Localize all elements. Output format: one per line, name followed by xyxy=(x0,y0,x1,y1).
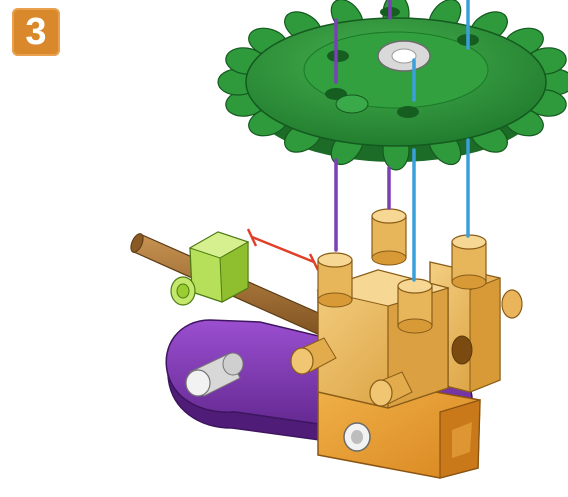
gear xyxy=(218,0,568,170)
measure-marker xyxy=(248,229,318,270)
pin-block xyxy=(291,209,522,408)
top-peg xyxy=(398,279,432,333)
top-peg xyxy=(452,235,486,289)
top-peg xyxy=(318,253,352,307)
top-peg xyxy=(372,209,406,265)
